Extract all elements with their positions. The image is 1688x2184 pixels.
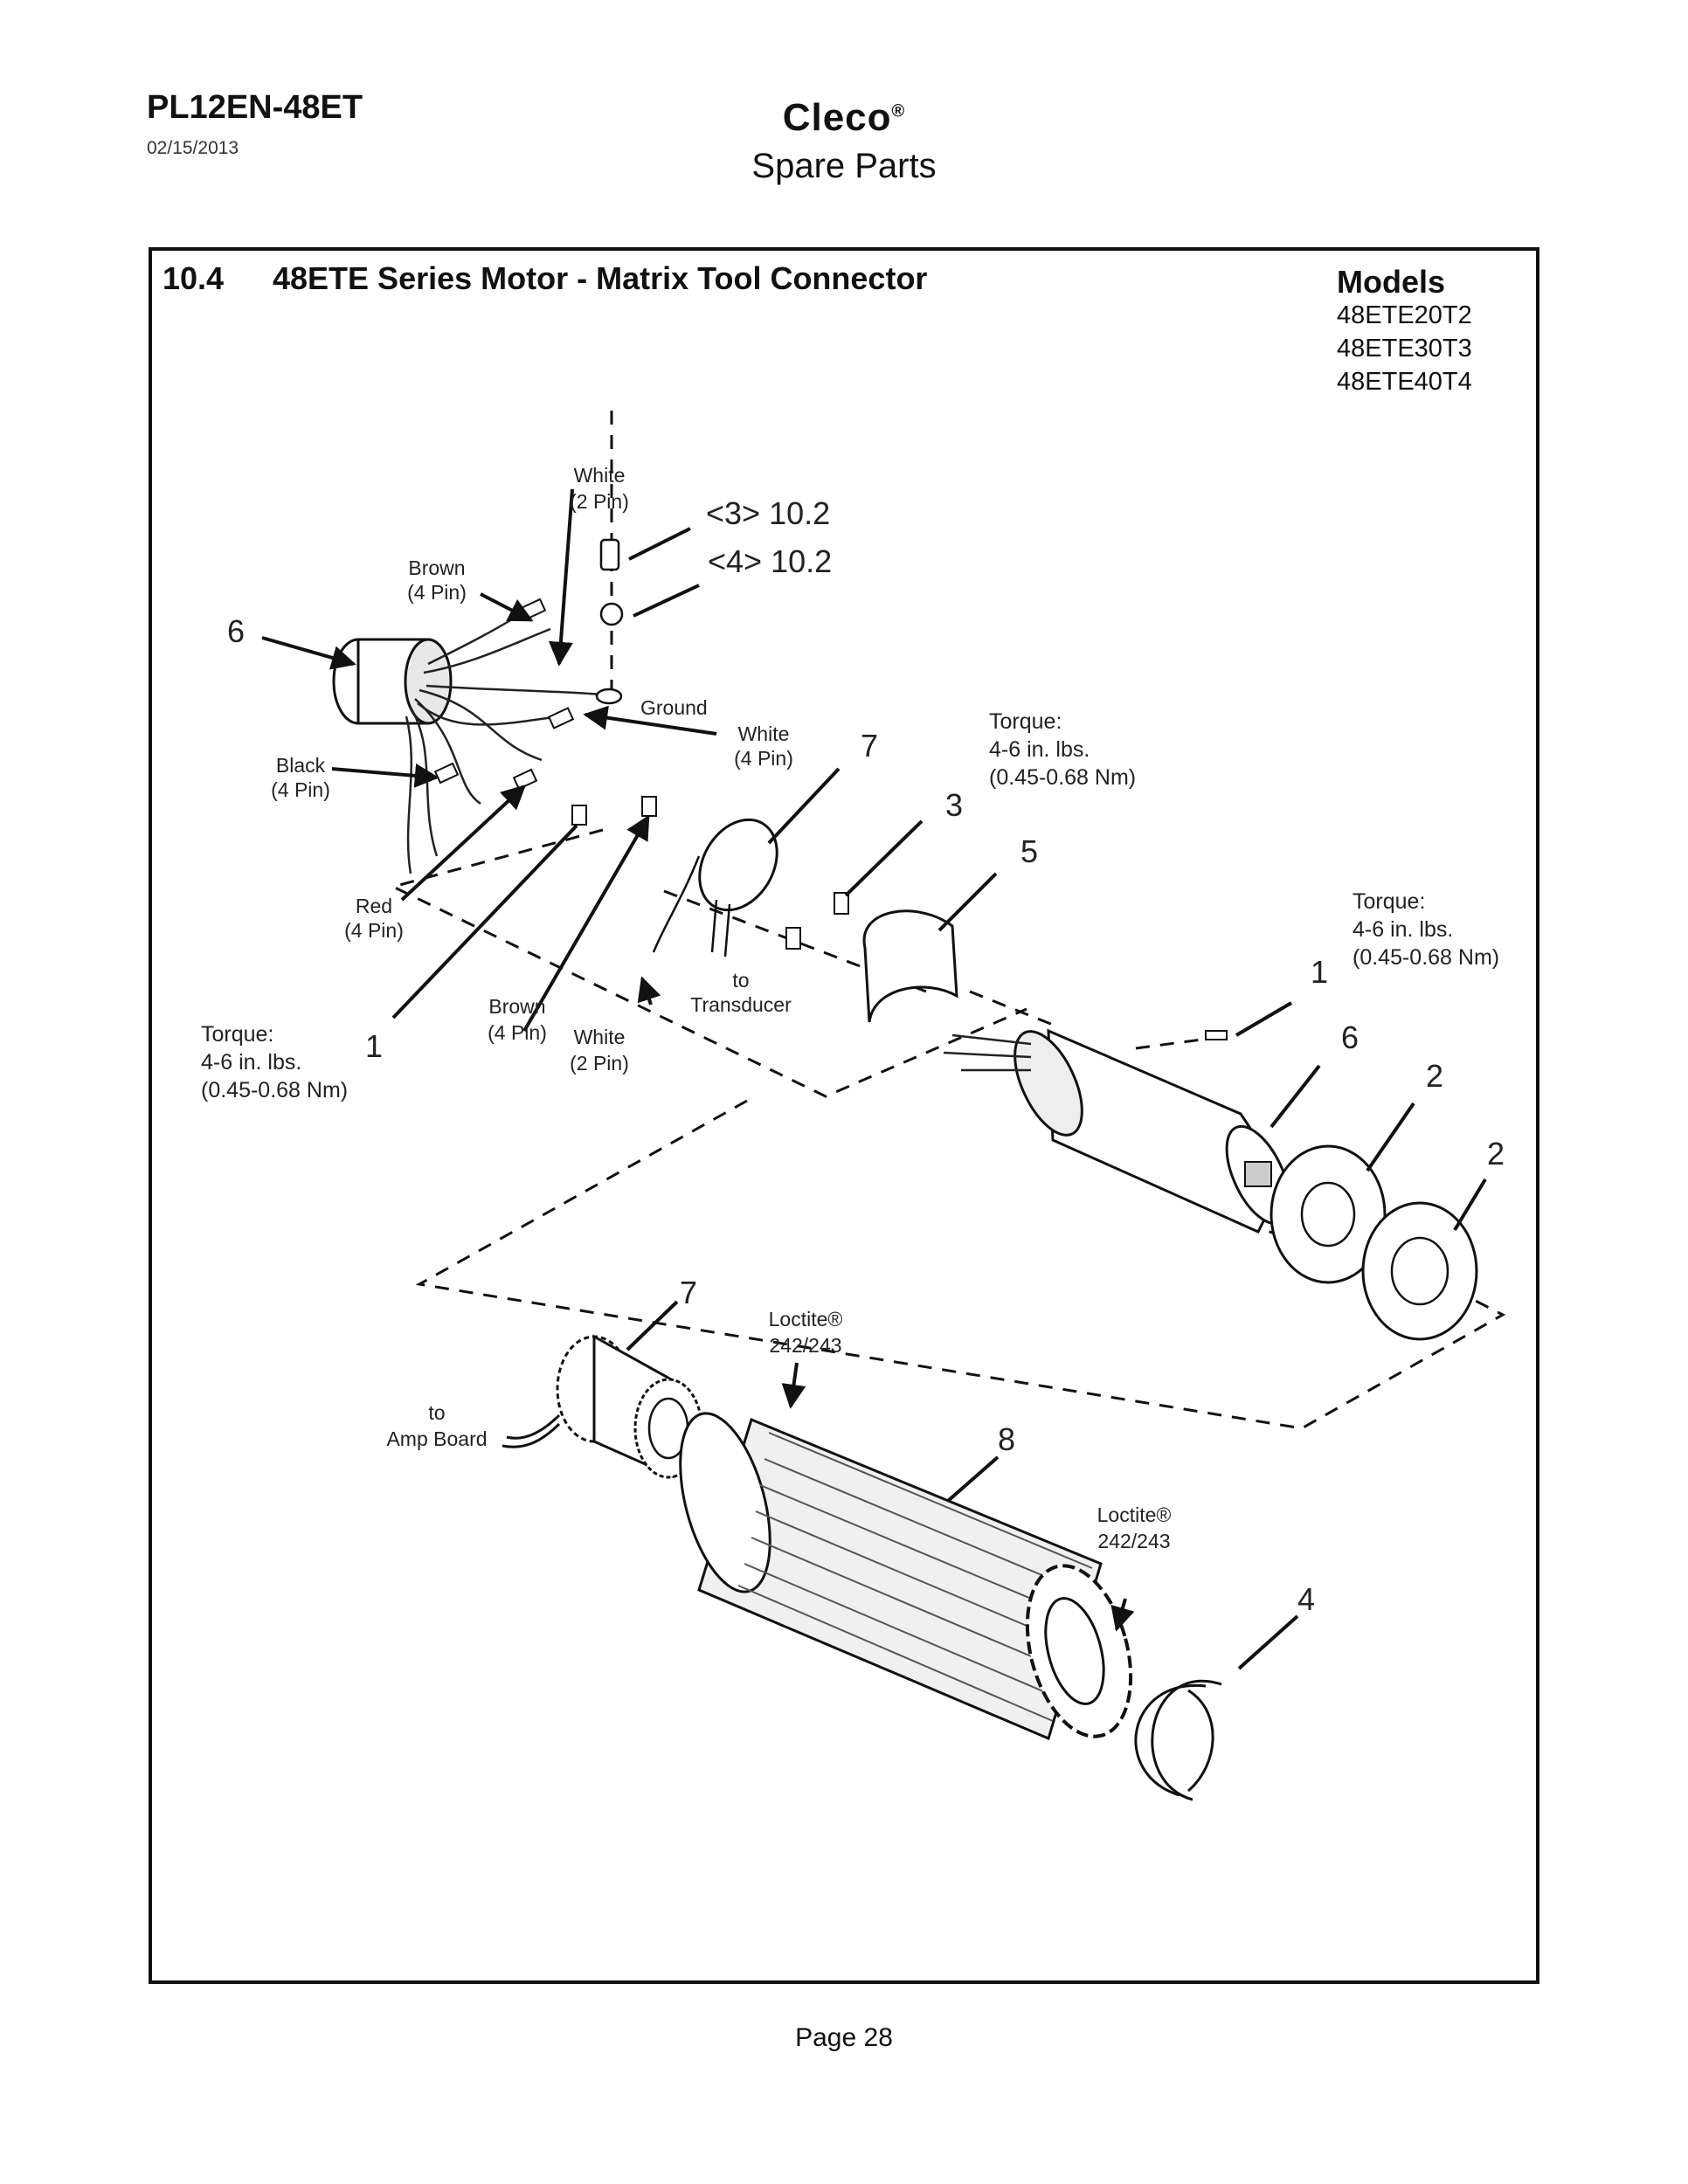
screw-icon	[599, 538, 620, 571]
brown-4pin-label: Brown	[408, 556, 465, 579]
brown-4pin-label: (4 Pin)	[407, 581, 467, 604]
transducer-board-7	[698, 818, 778, 912]
white-2pin-label: (2 Pin)	[570, 1052, 629, 1075]
item-number-1: 1	[1311, 954, 1328, 990]
torque-spec-left: Torque:	[201, 1022, 273, 1047]
to-amp-board-label: Amp Board	[386, 1427, 487, 1450]
section-number: 10.4	[163, 260, 225, 296]
torque-spec-right: Torque:	[1352, 889, 1425, 914]
sleeve-5	[862, 909, 958, 1023]
loctite-label: 242/243	[769, 1334, 841, 1357]
white-4pin-label: White	[738, 722, 790, 745]
reference-label: <3> 10.2	[706, 495, 830, 531]
brown-4pin-label: (4 Pin)	[488, 1021, 547, 1044]
item-number-6: 6	[227, 613, 245, 649]
to-transducer-label: Transducer	[690, 993, 792, 1016]
brown-4pin-label: Brown	[488, 995, 545, 1018]
torque-spec-top: 4-6 in. lbs.	[989, 737, 1090, 762]
brand-name: Cleco	[782, 96, 892, 139]
screw-icon	[1205, 1030, 1228, 1040]
document-subtitle: Spare Parts	[751, 147, 937, 185]
red-4pin-label: Red	[356, 895, 392, 917]
screw-icon	[571, 805, 587, 826]
stator-housing-8	[679, 1412, 1133, 1741]
brand-logo: Cleco®	[0, 96, 1688, 140]
model-item: 48ETE40T4	[1337, 368, 1472, 396]
item-number-3: 3	[945, 787, 963, 823]
connector-7	[502, 1334, 703, 1479]
white-4pin-label: (4 Pin)	[734, 747, 793, 770]
torque-spec-left: 4-6 in. lbs.	[201, 1050, 301, 1075]
washer-icon	[599, 602, 624, 626]
item-number-7: 7	[680, 1275, 697, 1310]
item-number-6: 6	[1341, 1019, 1359, 1055]
torque-spec-top: (0.45-0.68 Nm)	[989, 765, 1136, 790]
reference-label: <4> 10.2	[708, 543, 832, 579]
torque-spec-left: (0.45-0.68 Nm)	[201, 1078, 348, 1102]
model-item: 48ETE30T3	[1337, 335, 1472, 363]
model-item: 48ETE20T2	[1337, 301, 1472, 329]
loctite-label: Loctite®	[769, 1308, 843, 1330]
item-number-2: 2	[1487, 1136, 1505, 1171]
item-number-5: 5	[1020, 833, 1038, 869]
red-4pin-label: (4 Pin)	[344, 919, 404, 942]
black-4pin-label: Black	[276, 754, 326, 777]
document-code: PL12EN-48ET	[147, 89, 363, 126]
white-2pin-label: (2 Pin)	[570, 490, 629, 513]
ground-label: Ground	[640, 696, 708, 719]
loctite-label: 242/243	[1097, 1530, 1170, 1552]
screw-icon	[641, 796, 657, 817]
standoff-icon	[834, 892, 849, 915]
item-number-7: 7	[861, 728, 878, 764]
content-frame	[149, 247, 1539, 1984]
retaining-ring-4	[1134, 1683, 1214, 1797]
item-number-1: 1	[365, 1028, 383, 1064]
standoff-icon	[785, 927, 801, 950]
to-transducer-label: to	[732, 969, 749, 992]
motor-6	[943, 1028, 1291, 1234]
black-4pin-label: (4 Pin)	[271, 778, 330, 801]
white-2pin-label: White	[574, 464, 626, 487]
document-date: 02/15/2013	[147, 138, 239, 158]
white-2pin-label: White	[574, 1026, 626, 1048]
torque-spec-right: (0.45-0.68 Nm)	[1352, 945, 1499, 970]
torque-spec-right: 4-6 in. lbs.	[1352, 917, 1453, 942]
registered-mark: ®	[891, 101, 906, 121]
section-title: 48ETE Series Motor - Matrix Tool Connect…	[273, 260, 928, 296]
item-number-8: 8	[998, 1421, 1015, 1457]
item-number-2: 2	[1426, 1058, 1443, 1094]
torque-spec-top: Torque:	[989, 709, 1062, 734]
connector-assembly-6	[332, 598, 623, 874]
page-number: Page 28	[795, 2023, 893, 2052]
loctite-label: Loctite®	[1097, 1503, 1172, 1526]
item-number-4: 4	[1297, 1581, 1315, 1617]
to-amp-board-label: to	[428, 1401, 445, 1424]
models-heading: Models	[1337, 264, 1446, 300]
